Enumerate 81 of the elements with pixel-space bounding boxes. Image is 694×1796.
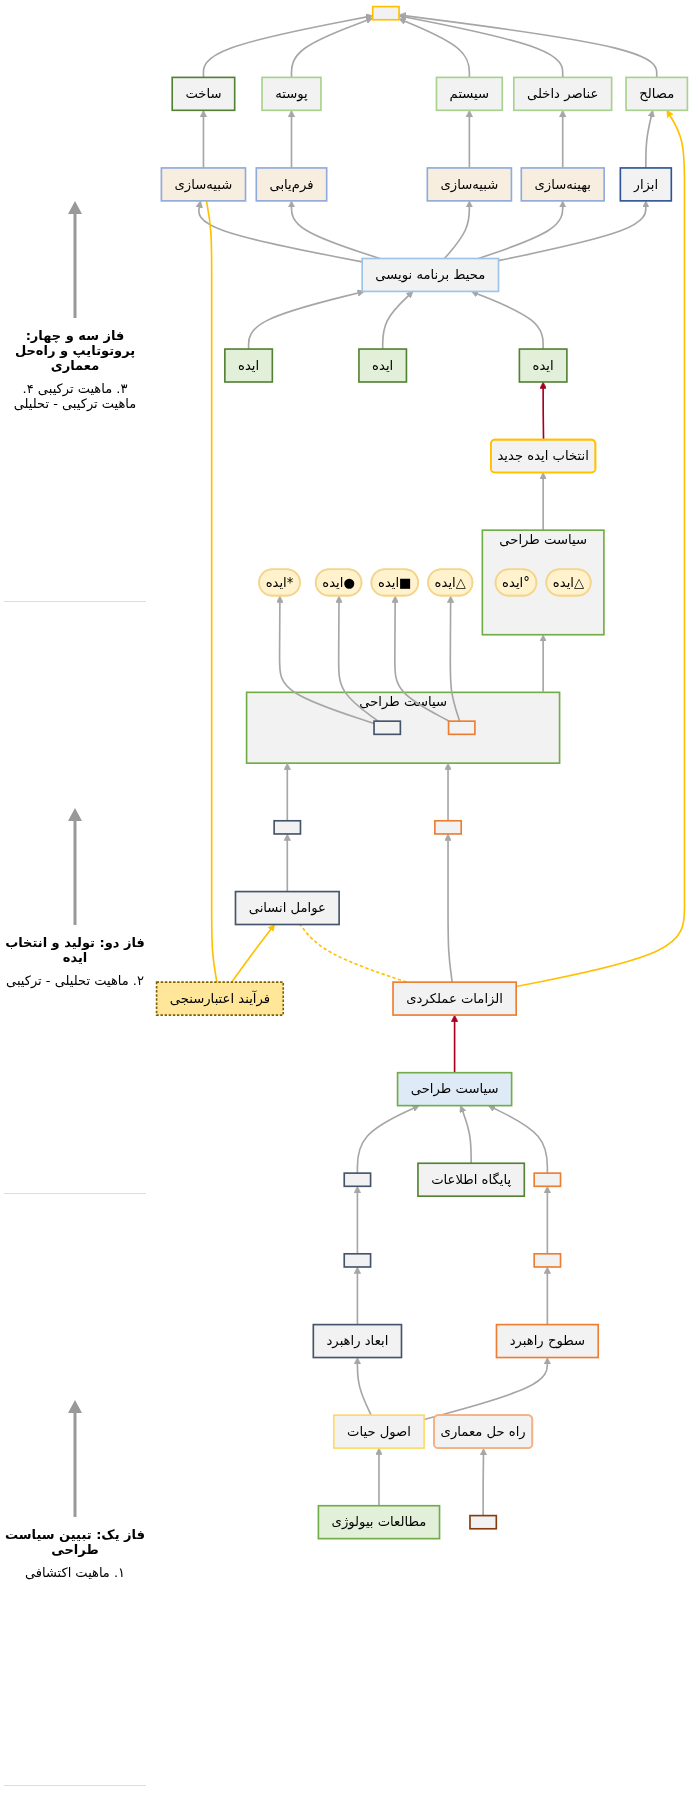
arrow	[543, 1266, 551, 1326]
arrow	[398, 12, 658, 79]
arrow	[353, 1266, 362, 1326]
phase-description: ۱. ماهیت اکتشافی	[24, 1565, 126, 1580]
node-box	[371, 5, 400, 21]
arrow	[283, 762, 291, 822]
node-box: ابعاد راهبرد	[312, 1323, 403, 1359]
arrow	[353, 1357, 372, 1416]
arrow	[645, 110, 655, 169]
node-box: عوامل انسانی	[234, 890, 340, 926]
node-box: سیستم	[435, 76, 504, 112]
node-box: پوسته	[261, 76, 322, 112]
arrow	[353, 1185, 362, 1255]
phase-label: فاز سه و چهار: پروتوتایپ و راه‌حل معماری	[13, 328, 137, 373]
node-box	[533, 1252, 562, 1268]
arrow	[202, 13, 374, 79]
arrow	[356, 1105, 420, 1174]
connector	[205, 200, 218, 983]
node-box: ایده	[358, 348, 408, 383]
arrow	[459, 1105, 472, 1165]
node-box	[469, 1514, 498, 1530]
arrow	[287, 110, 296, 169]
node-box: شبیه‌سازی	[426, 167, 513, 202]
node-box: فرم‌یابی	[255, 167, 328, 202]
node-box: محیط برنامه نویسی	[361, 257, 500, 293]
node-box: مصالح	[625, 76, 689, 112]
node-box: ساخت	[171, 76, 236, 112]
node-box	[434, 819, 463, 835]
node-box	[343, 1172, 372, 1188]
arrow	[444, 833, 454, 983]
arrow	[381, 291, 414, 350]
arrow	[543, 1185, 551, 1255]
node-box	[273, 819, 302, 835]
node-box	[533, 1172, 562, 1188]
arrow	[447, 595, 461, 722]
arrow	[471, 290, 544, 350]
node-box: اصول حیات	[333, 1414, 425, 1449]
arrow	[199, 110, 208, 169]
node-box: ابزار	[619, 167, 673, 202]
node-box: شبیه‌سازی	[160, 167, 247, 202]
node-box: ایده	[518, 348, 568, 383]
phase-description: ۳. ماهیت ترکیبی ۴. ماهیت ترکیبی - تحلیلی	[12, 381, 138, 411]
arrow	[398, 17, 471, 79]
cluster: سیاست طراحی	[245, 691, 561, 764]
arrow	[335, 595, 379, 722]
node-box	[373, 720, 402, 736]
arrow	[497, 200, 650, 262]
node-box: عناصر داخلی	[512, 76, 613, 112]
arrow	[391, 595, 451, 722]
arrow	[443, 200, 473, 260]
arrow	[230, 924, 275, 983]
node-box: سطوح راهبرد	[495, 1323, 600, 1359]
node-box: بهینه‌سازی	[520, 167, 605, 202]
phase-description: ۲. ماهیت تحلیلی - ترکیبی	[6, 973, 144, 988]
node-box	[343, 1252, 372, 1268]
arrow	[539, 381, 547, 441]
node-box: پایگاه اطلاعات	[417, 1162, 526, 1197]
arrow	[290, 17, 374, 79]
arrow	[283, 833, 291, 893]
node-box: مطالعات بیولوژی	[317, 1504, 441, 1540]
arrow	[444, 762, 452, 822]
node-box: فرآیند اعتبارسنجی	[155, 981, 285, 1016]
arrow	[539, 472, 547, 531]
node-box	[447, 720, 476, 736]
arrow	[465, 110, 473, 169]
arrow	[479, 1448, 488, 1517]
arrow	[276, 595, 375, 725]
arrow	[450, 1014, 459, 1074]
arrow	[515, 110, 686, 988]
node-box: سیاست طراحی	[396, 1071, 513, 1107]
node-box: الزامات عملکردی	[392, 981, 517, 1016]
arrow	[195, 200, 363, 263]
node-box: ایده	[224, 348, 274, 383]
arrow	[247, 289, 365, 350]
arrow	[375, 1447, 383, 1507]
arrow	[488, 1105, 549, 1174]
phase-label: فاز دو: تولید و انتخاب ایده	[4, 935, 146, 965]
arrow	[559, 110, 567, 169]
arrow	[287, 200, 381, 260]
phase-label: فاز یک: تبیین سیاست طراحی	[4, 1527, 146, 1557]
arrow	[539, 634, 547, 694]
